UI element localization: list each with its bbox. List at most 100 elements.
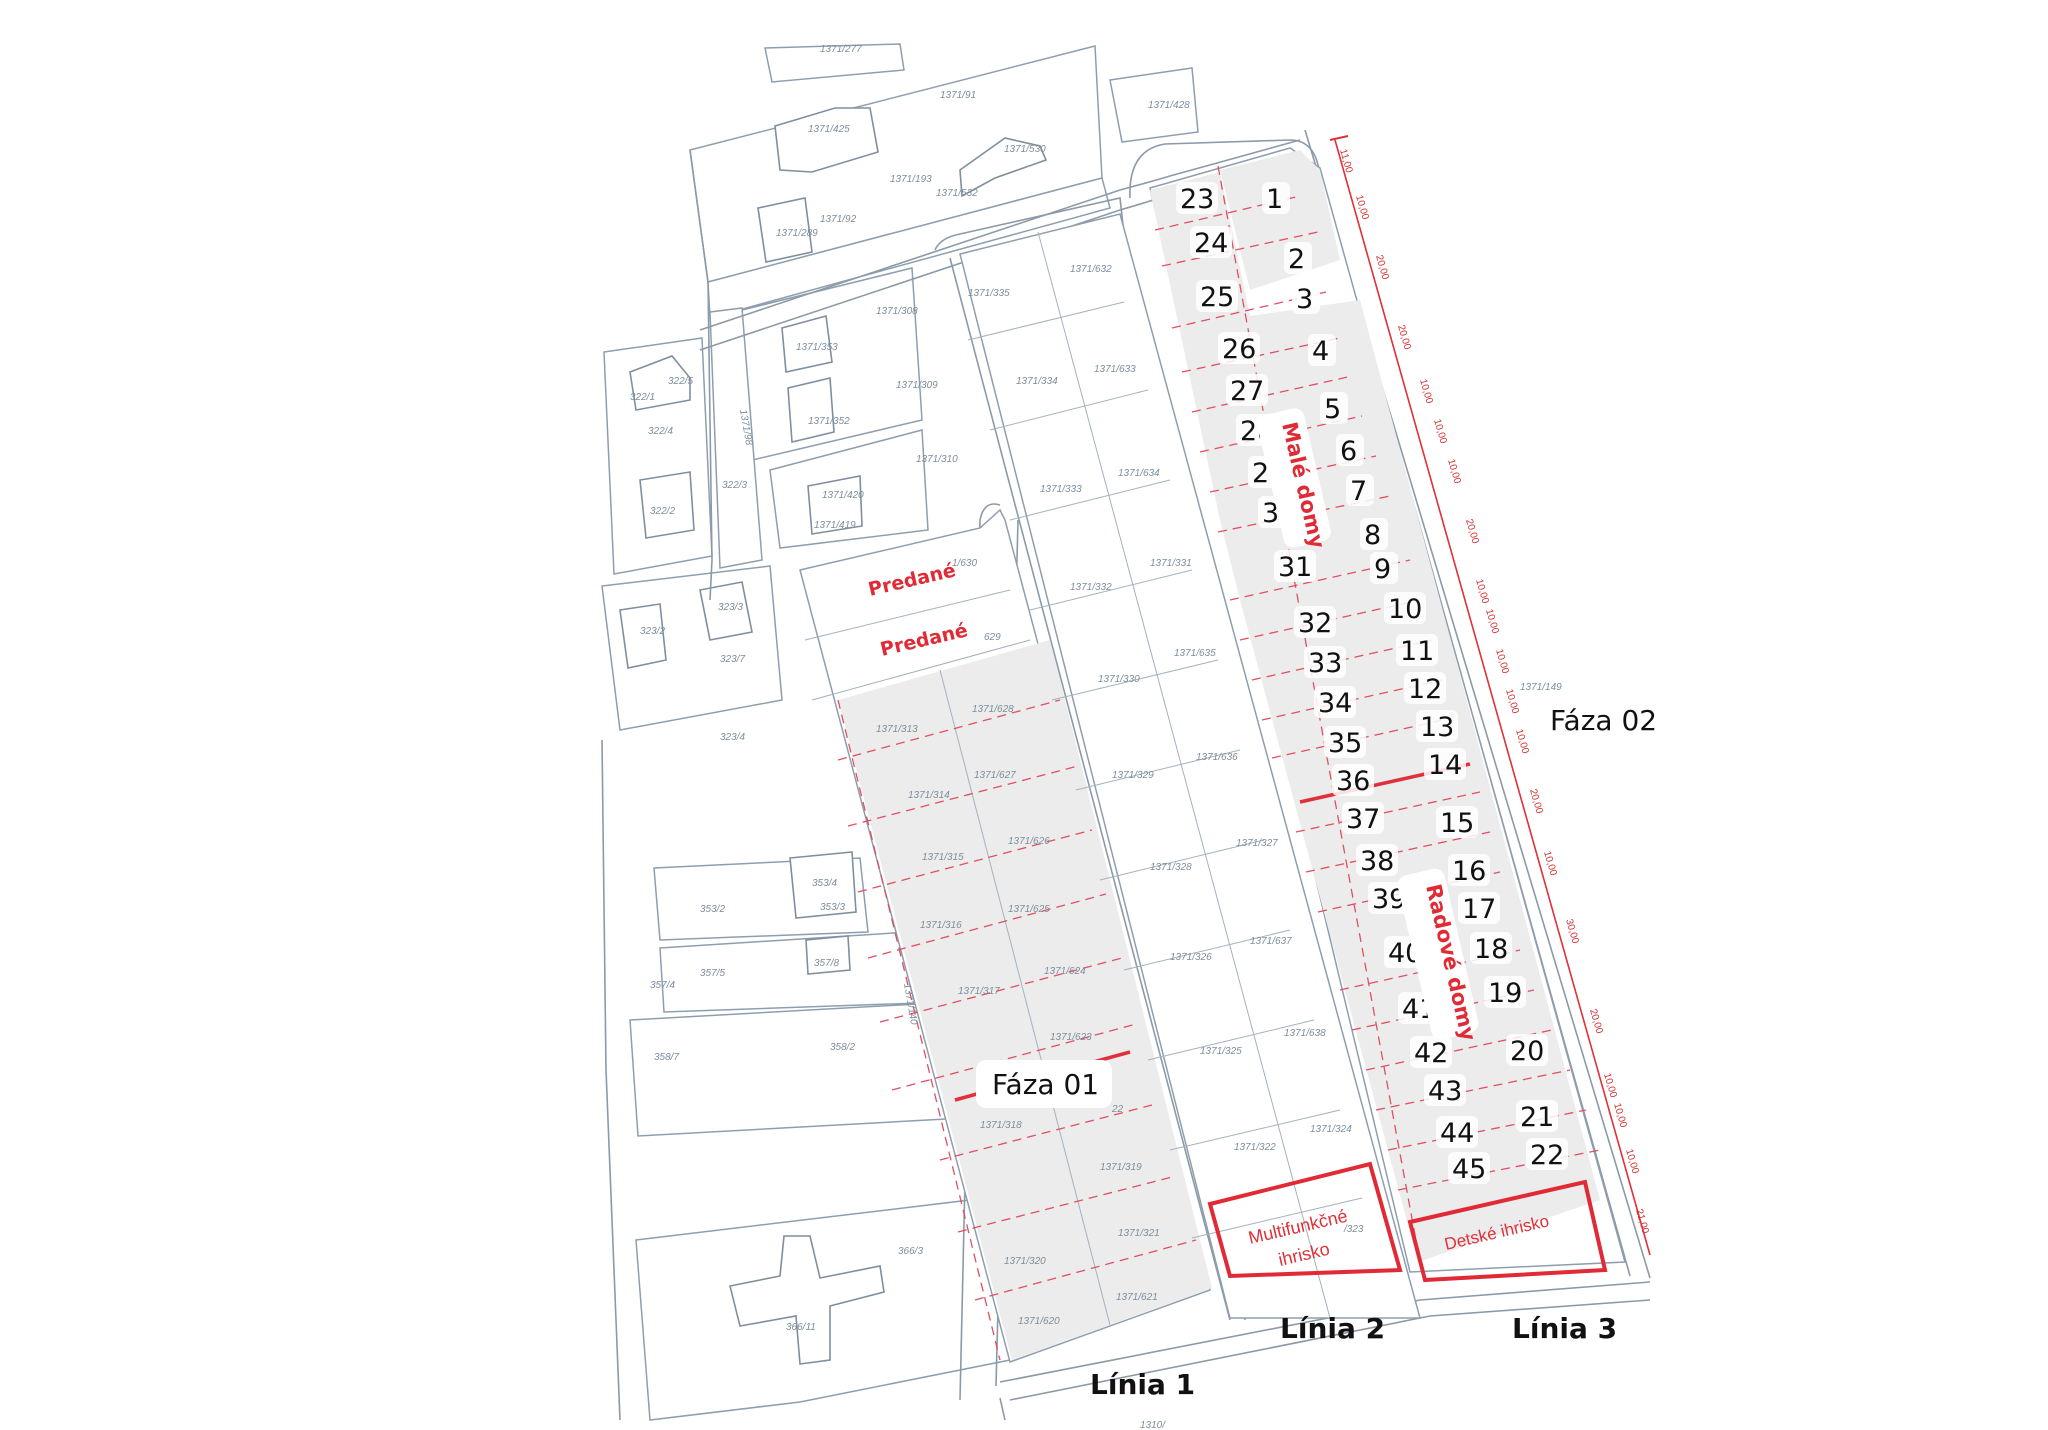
dimension-label: 10,00 <box>1513 728 1531 756</box>
plot-number[interactable]: 37 <box>1346 804 1380 835</box>
plot-number-bg <box>1458 892 1500 924</box>
plot-number[interactable]: 36 <box>1336 766 1370 797</box>
plot-number[interactable]: 12 <box>1408 674 1442 705</box>
plot-number[interactable]: 3 <box>1296 284 1313 315</box>
parcel-label: 1371/425 <box>808 124 850 135</box>
plot-number[interactable]: 26 <box>1222 334 1256 365</box>
plot-numbers: 1234567891011121314151617181920212223242… <box>1176 182 1568 1185</box>
plot-number[interactable]: 4 <box>1312 336 1329 367</box>
plot-number[interactable]: 1 <box>1266 184 1283 215</box>
plot-number[interactable]: 27 <box>1230 376 1264 407</box>
plot-number-bg <box>1262 182 1290 214</box>
dash-line <box>1161 231 1319 267</box>
plot-number[interactable]: 43 <box>1428 1076 1462 1107</box>
plot-number[interactable]: 18 <box>1474 934 1508 965</box>
parcel-label: 1371/636 <box>1196 752 1238 763</box>
dimension-label: 20,00 <box>1395 324 1413 352</box>
dash-line <box>857 829 1093 893</box>
dash-line <box>891 1023 1137 1091</box>
plot-number[interactable]: 34 <box>1318 688 1352 719</box>
plot-number[interactable]: 17 <box>1462 894 1496 925</box>
dimension-label: 30,00 <box>1563 918 1581 946</box>
plot-number[interactable]: 11 <box>1400 636 1434 667</box>
middle-column <box>959 213 1421 1319</box>
parcel-label: 1310/ <box>1140 1420 1166 1430</box>
grid-line <box>1075 749 1241 791</box>
plot-number[interactable]: 45 <box>1452 1154 1486 1185</box>
plot-number[interactable]: 5 <box>1324 394 1341 425</box>
grid-line <box>1037 231 1331 1319</box>
plot-number-bg <box>1346 474 1374 506</box>
plot-number-bg <box>1274 550 1316 582</box>
plot-number[interactable]: 33 <box>1308 648 1342 679</box>
plot-number[interactable]: 35 <box>1328 728 1362 759</box>
grid-line <box>1099 839 1265 881</box>
house-323-2 <box>619 603 667 669</box>
plot-number[interactable]: 15 <box>1440 808 1474 839</box>
parcel-label: /323 <box>1343 1224 1364 1235</box>
road-bottom <box>999 1281 1651 1383</box>
plot-number[interactable]: 20 <box>1510 1036 1544 1067</box>
dash-line <box>974 1239 1197 1301</box>
plot-number[interactable]: 32 <box>1298 608 1332 639</box>
plot-number[interactable]: 2 <box>1288 244 1305 275</box>
parcel-label: 1371/332 <box>1070 582 1112 593</box>
plot-number-bg <box>1320 392 1348 424</box>
parcel-label: 358/7 <box>654 1052 679 1063</box>
parcel-label: 322/2 <box>650 506 675 517</box>
house-1371-352 <box>787 377 835 443</box>
plot-number[interactable]: 14 <box>1428 750 1462 781</box>
plot-number-bg <box>1516 1100 1558 1132</box>
grid-line <box>1169 1109 1341 1151</box>
parcel-label: 629 <box>984 632 1001 643</box>
kids-playground-outline <box>1407 1179 1608 1283</box>
cadastral-base <box>601 43 1199 1421</box>
dash-line <box>1181 337 1341 373</box>
parcel-label: 1371/623 <box>1050 1032 1092 1043</box>
plot-number-bg <box>1370 552 1398 584</box>
parcel-label: 322/4 <box>648 426 673 437</box>
house-322-2 <box>639 471 695 539</box>
parcel-label: 353/2 <box>700 904 725 915</box>
road-top <box>699 139 1301 331</box>
plot-number-bg <box>1356 844 1398 876</box>
plot-number-bg <box>1436 1116 1478 1148</box>
plot-number[interactable]: 16 <box>1452 856 1486 887</box>
dimension-label: 10,00 <box>1417 378 1435 406</box>
plot-number[interactable]: 8 <box>1364 520 1381 551</box>
plot-number-bg <box>1424 1074 1466 1106</box>
street-3 <box>1129 139 1631 1277</box>
plot-number[interactable]: 7 <box>1350 476 1367 507</box>
plot-number-bg <box>1284 242 1312 274</box>
line-2-label: Línia 2 <box>1280 1312 1385 1345</box>
tick <box>1329 135 1349 141</box>
street-1-west <box>959 503 1001 1401</box>
parcel-label: 353/3 <box>820 902 845 913</box>
plot-number[interactable]: 42 <box>1414 1038 1448 1069</box>
plot-number[interactable]: 9 <box>1374 554 1391 585</box>
plot-number[interactable]: 38 <box>1360 846 1394 877</box>
house-357-8 <box>805 935 851 975</box>
plot-number[interactable]: 13 <box>1420 712 1454 743</box>
plot-number[interactable]: 44 <box>1440 1118 1474 1149</box>
parcel-label: 1371/334 <box>1016 376 1058 387</box>
parcel-label: 1371/333 <box>1040 484 1082 495</box>
parcel-label: 1371/330 <box>1098 674 1140 685</box>
grid-line <box>1009 479 1171 521</box>
parcel-label: 1371/329 <box>1112 770 1154 781</box>
grid-line <box>1029 569 1193 611</box>
plot-number[interactable]: 23 <box>1180 184 1214 215</box>
plot-number[interactable]: 19 <box>1488 978 1522 1009</box>
plot-number[interactable]: 31 <box>1278 552 1312 583</box>
plot-number[interactable]: 22 <box>1530 1140 1564 1171</box>
plot-number[interactable]: 21 <box>1520 1102 1554 1133</box>
parcel-label: 1371/621 <box>1116 1292 1158 1303</box>
plot-number-bg <box>1484 976 1526 1008</box>
plot-number[interactable]: 25 <box>1200 282 1234 313</box>
plot-number[interactable]: 6 <box>1340 436 1357 467</box>
parcel-label: 357/8 <box>814 958 839 969</box>
plot-number[interactable]: 10 <box>1388 594 1422 625</box>
plot-number[interactable]: 24 <box>1194 228 1228 259</box>
parcel-label: 1371/632 <box>1070 264 1112 275</box>
